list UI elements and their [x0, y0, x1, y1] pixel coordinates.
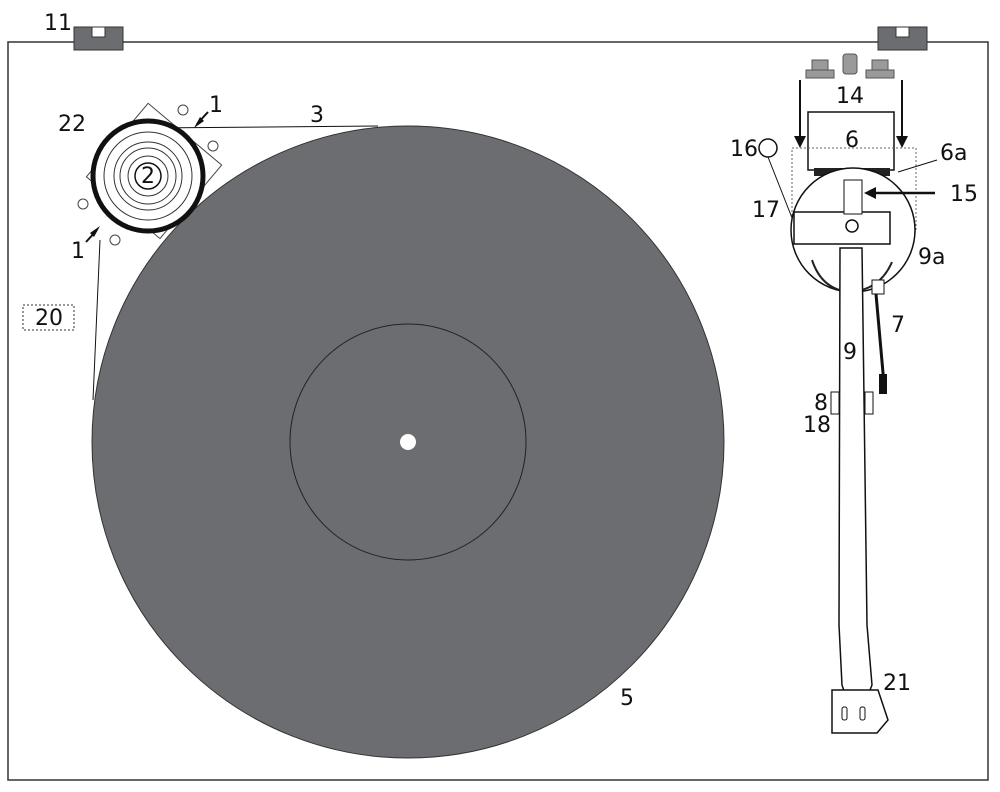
counterweight-parts: [805, 53, 895, 79]
label-18: 18: [803, 413, 831, 438]
label-22: 22: [58, 112, 86, 137]
label-6a: 6a: [940, 141, 967, 166]
foot-right: [877, 26, 928, 51]
label-5: 5: [620, 686, 634, 711]
lift-lever-body: [871, 279, 885, 295]
arrow-azimuth: [864, 187, 935, 199]
armrest-left: [830, 391, 840, 415]
foot-left: [73, 26, 124, 51]
armrest-right: [864, 391, 874, 415]
label-11: 11: [44, 11, 72, 36]
motor-assembly: [77, 102, 223, 246]
belt-left: [92, 239, 101, 401]
lift-lever: [874, 293, 886, 385]
label-9: 9: [843, 340, 857, 365]
tonearm-pivot-block: [793, 211, 891, 245]
antiskate-thread: [767, 156, 797, 229]
headshell-slot-left: [841, 706, 848, 721]
arrow-mount-top: [194, 111, 209, 128]
label-16: 16: [730, 137, 758, 162]
tonearm-pivot: [845, 219, 859, 233]
antiskate-weight: [758, 138, 778, 158]
label-3: 3: [310, 103, 324, 128]
label-7: 7: [891, 313, 905, 338]
label-17: 17: [752, 198, 780, 223]
label-2: 2: [141, 164, 155, 189]
label-14: 14: [836, 84, 864, 109]
label-1-bottom: 1: [71, 239, 85, 264]
counterweight-arrows: [794, 80, 908, 148]
label-6: 6: [845, 128, 859, 153]
label-21: 21: [883, 671, 911, 696]
label-8: 8: [814, 391, 828, 416]
headshell-slot-right: [859, 706, 866, 721]
belt-top: [147, 125, 379, 129]
spindle: [400, 434, 416, 450]
tonearm-stub: [843, 179, 863, 215]
counterweight: [807, 111, 895, 171]
label-1-top: 1: [209, 93, 223, 118]
leader-6a: [897, 159, 938, 173]
label-15: 15: [950, 182, 978, 207]
label-20: 20: [35, 306, 63, 331]
accessory-box: [22, 304, 75, 331]
lift-lever-handle: [879, 374, 887, 394]
label-9a: 9a: [918, 245, 945, 270]
arrow-mount-bottom: [85, 226, 100, 243]
record-label-ring: [289, 323, 527, 561]
